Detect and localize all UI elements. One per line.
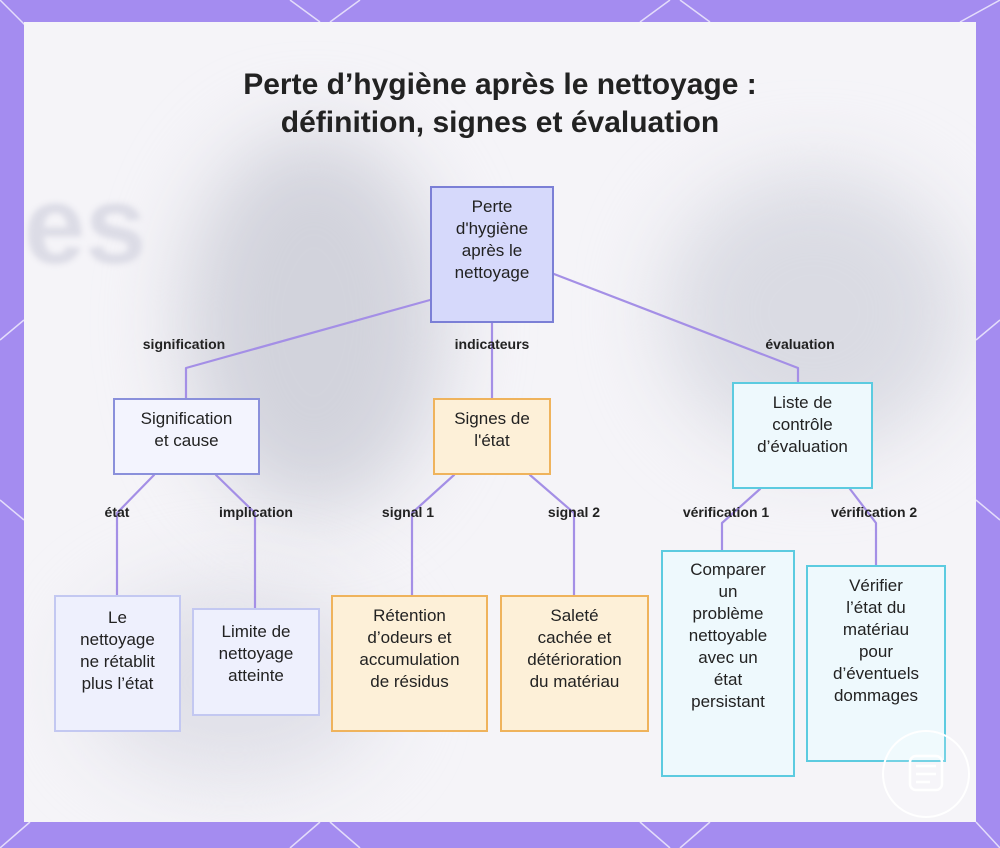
node-verifier-label: Vérifier l’état du matériau pour d’évent… bbox=[833, 575, 919, 707]
node-retention-label: Rétention d’odeurs et accumulation de ré… bbox=[359, 605, 459, 693]
edge-label-etat: état bbox=[105, 504, 130, 520]
edge-signification-limite bbox=[216, 475, 255, 608]
node-signes[interactable]: Signes de l'état bbox=[433, 398, 551, 475]
edge-label-signification: signification bbox=[143, 336, 225, 352]
node-signes-label: Signes de l'état bbox=[454, 408, 530, 452]
edge-label-verification-2: vérification 2 bbox=[831, 504, 917, 520]
edge-label-signal-1: signal 1 bbox=[382, 504, 434, 520]
edge-signes-retention bbox=[412, 475, 454, 595]
node-comparer-label: Comparer un problème nettoyable avec un … bbox=[689, 559, 767, 713]
node-root[interactable]: Perte d'hygiène après le nettoyage bbox=[430, 186, 554, 323]
edge-signification-le-nettoyage bbox=[117, 475, 154, 595]
diagram-panel: es Perte d’hygiène après le nettoyage : … bbox=[24, 22, 976, 822]
chat-icon bbox=[884, 732, 968, 816]
edge-label-verification-1: vérification 1 bbox=[683, 504, 769, 520]
edge-liste-verifier bbox=[850, 489, 876, 565]
node-signification-label: Signification et cause bbox=[141, 408, 233, 452]
node-retention[interactable]: Rétention d’odeurs et accumulation de ré… bbox=[331, 595, 488, 732]
edge-root-liste bbox=[554, 274, 798, 382]
node-signification[interactable]: Signification et cause bbox=[113, 398, 260, 475]
node-salete[interactable]: Saleté cachée et détérioration du matéri… bbox=[500, 595, 649, 732]
node-salete-label: Saleté cachée et détérioration du matéri… bbox=[527, 605, 622, 693]
node-liste[interactable]: Liste de contrôle d’évaluation bbox=[732, 382, 873, 489]
edge-label-evaluation: évaluation bbox=[765, 336, 834, 352]
node-root-label: Perte d'hygiène après le nettoyage bbox=[455, 196, 530, 284]
edge-label-signal-2: signal 2 bbox=[548, 504, 600, 520]
node-liste-label: Liste de contrôle d’évaluation bbox=[757, 392, 848, 458]
node-limite-label: Limite de nettoyage atteinte bbox=[219, 621, 294, 687]
edge-label-indicateurs: indicateurs bbox=[455, 336, 530, 352]
node-limite[interactable]: Limite de nettoyage atteinte bbox=[192, 608, 320, 716]
node-le-nettoyage-label: Le nettoyage ne rétablit plus l’état bbox=[80, 607, 155, 695]
node-le-nettoyage[interactable]: Le nettoyage ne rétablit plus l’état bbox=[54, 595, 181, 732]
node-comparer[interactable]: Comparer un problème nettoyable avec un … bbox=[661, 550, 795, 777]
chat-widget-button[interactable] bbox=[882, 730, 970, 818]
edge-label-implication: implication bbox=[219, 504, 293, 520]
edge-signes-salete bbox=[530, 475, 574, 595]
